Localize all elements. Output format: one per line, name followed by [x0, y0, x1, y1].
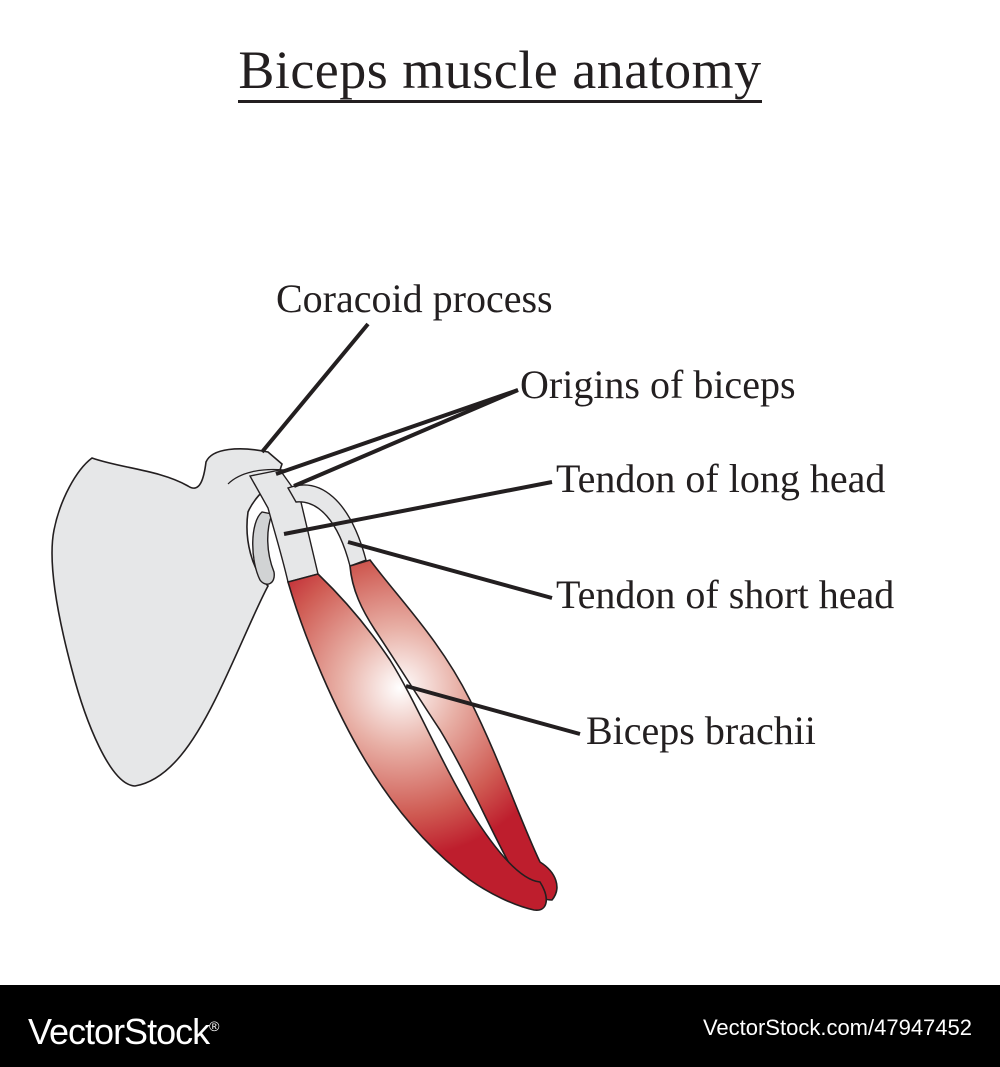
long-head-muscle [287, 573, 547, 911]
watermark-brand-text: VectorStock [28, 1011, 210, 1052]
label-origins-of-biceps: Origins of biceps [520, 362, 796, 407]
pointer-origins-2 [293, 388, 519, 488]
short-head-tendon [286, 484, 367, 567]
coracoid-detail [227, 468, 285, 485]
pointer-origins-1 [275, 388, 519, 476]
label-tendon-short-head: Tendon of short head [556, 572, 894, 617]
watermark-image-id: VectorStock.com/47947452 [702, 1015, 972, 1040]
diagram-title: Biceps muscle anatomy [0, 38, 1000, 103]
scapula-bone [51, 448, 283, 787]
watermark-brand: VectorStock® [28, 1005, 219, 1053]
label-coracoid-process: Coracoid process [276, 276, 553, 321]
anatomy-diagram: Coracoid process Origins of biceps Tendo… [51, 276, 894, 911]
label-biceps-brachii: Biceps brachii [586, 708, 816, 753]
watermark-bar: VectorStock® VectorStock.com/47947452 [0, 985, 1000, 1067]
long-head-tendon [248, 469, 319, 583]
pointer-tendon-long-head [283, 480, 553, 536]
watermark-brand-mark: ® [209, 1018, 219, 1034]
diagram-title-text: Biceps muscle anatomy [238, 40, 762, 103]
pointer-biceps-brachii [405, 684, 581, 736]
label-tendon-long-head: Tendon of long head [556, 456, 885, 501]
glenoid-region [252, 511, 275, 585]
pointer-tendon-short-head [347, 540, 553, 600]
pointer-coracoid-process [260, 322, 370, 454]
